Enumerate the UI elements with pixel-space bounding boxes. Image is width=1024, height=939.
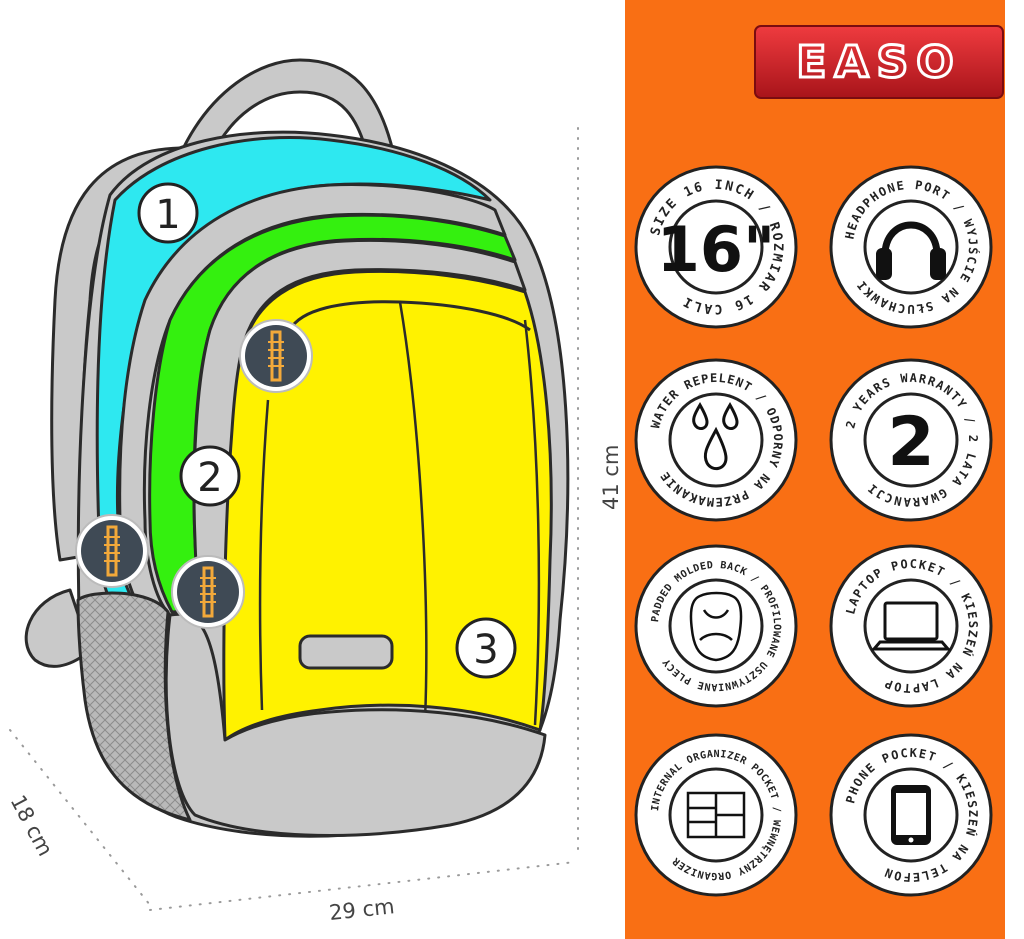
- dimension-guides: [9, 127, 579, 911]
- callout-3-label: 3: [473, 627, 498, 673]
- callout-2-label: 2: [197, 455, 222, 501]
- callout-1-label: 1: [155, 192, 180, 238]
- zipper-pull-icon: [75, 319, 313, 629]
- headphones-icon: [876, 221, 946, 280]
- badge-size: SIZE 16 INCH / ROZMIAR 16 CALI 16": [634, 165, 798, 329]
- callout-2: 2: [179, 445, 241, 507]
- badge-laptop: LAPTOP POCKET / KIESZEŃ NA LAPTOP: [829, 544, 993, 708]
- dimension-width: 29 cm: [328, 894, 396, 925]
- badge-warranty: 2 YEARS WARRANTY / 2 LATA GWARANCJI 2: [829, 358, 993, 522]
- dimension-height: 41 cm: [599, 445, 623, 510]
- phone-icon: [891, 785, 931, 845]
- badge-phone: PHONE POCKET / KIESZEŃ NA TELEFON: [829, 733, 993, 897]
- dimension-depth: 18 cm: [6, 791, 58, 860]
- logo-text: EASO: [796, 37, 961, 88]
- brand-logo: EASO: [754, 25, 1004, 99]
- laptop-icon: [870, 601, 952, 651]
- badge-headphone: HEADPHONE PORT / WYJŚCIE NA SŁUCHAWKI: [829, 165, 993, 329]
- organizer-icon: [686, 791, 746, 839]
- badge-back: PADDED MOLDED BACK / PROFILOWANE USZTYWN…: [634, 544, 798, 708]
- badge-water: WATER REPELENT / ODPORNY NA PRZEMAKANIE: [634, 358, 798, 522]
- water-drops-icon: [692, 402, 739, 471]
- badge-warranty-value: 2: [887, 403, 934, 482]
- padded-back-icon: [689, 591, 743, 662]
- backpack: [24, 58, 570, 838]
- badge-size-value: 16": [657, 213, 776, 286]
- callout-1: 1: [137, 182, 199, 244]
- badge-organizer: INTERNAL ORGANIZER POCKET / WEWNĘTRZNY O…: [634, 733, 798, 897]
- callout-3: 3: [455, 617, 517, 679]
